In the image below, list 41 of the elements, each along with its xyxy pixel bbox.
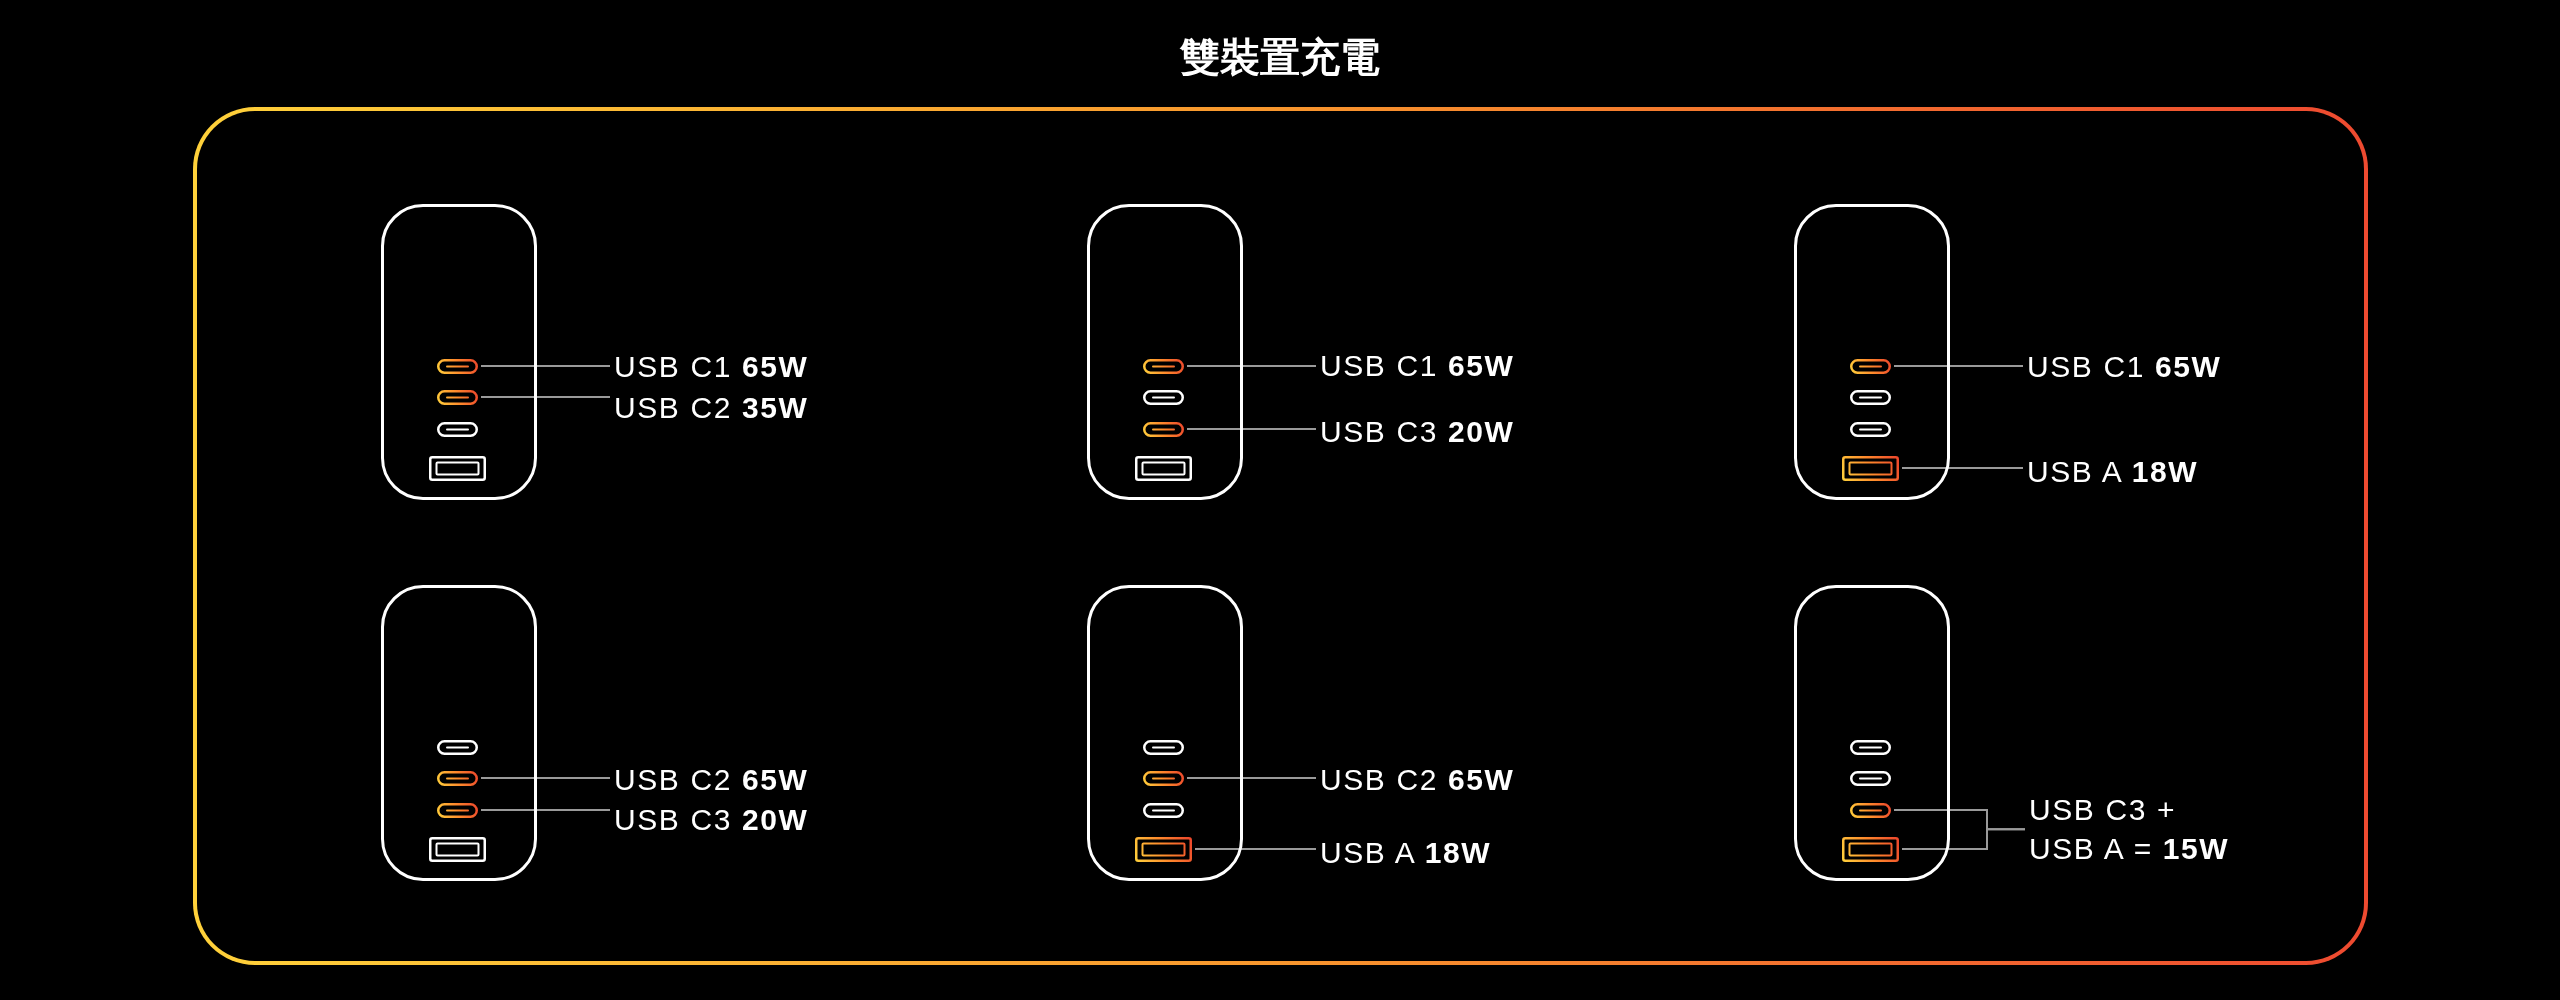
port-label: USB A 18W [1320,834,1492,871]
usb-a-port-icon [1135,836,1192,862]
port-label: USB A 18W [2027,453,2199,490]
port-label: USB C1 65W [614,348,809,385]
leader-line [480,396,611,398]
leader-line [1186,777,1317,779]
port-label: USB C2 35W [614,389,809,426]
charger-outline [1087,204,1243,500]
leader-line [1186,428,1317,430]
leader-line [1194,848,1317,850]
usb-c-port-icon [1143,421,1184,437]
leader-line [480,365,611,367]
usb-a-port-icon [1842,836,1899,862]
charger-outline [1087,585,1243,881]
port-label: USB C1 65W [2027,348,2222,385]
charger-outline [381,204,537,500]
leader-line [480,809,611,811]
usb-c-port-icon [437,358,478,374]
port-label: USB C3 20W [1320,413,1515,450]
usb-c-port-icon [1143,358,1184,374]
port-label: USB C3 20W [614,801,809,838]
leader-line [480,777,611,779]
usb-c-port-icon [437,770,478,786]
charger-outline [1794,585,1950,881]
port-label: USB C2 65W [614,761,809,798]
port-label: USB C2 65W [1320,761,1515,798]
charger-outline [1794,204,1950,500]
port-label: USB C3 + USB A = 15W [2029,790,2244,869]
leader-line [1186,365,1317,367]
leader-line [1901,467,2024,469]
leader-line [1893,365,2024,367]
usb-a-port-icon [1842,455,1899,481]
usb-c-port-icon [1850,802,1891,818]
usb-c-port-icon [1143,770,1184,786]
usb-c-port-icon [437,389,478,405]
charger-outline [381,585,537,881]
leader-line [1901,828,2026,850]
usb-c-port-icon [437,802,478,818]
usb-c-port-icon [1850,358,1891,374]
port-label: USB C1 65W [1320,347,1515,384]
title: 雙裝置充電 [1180,33,1380,81]
